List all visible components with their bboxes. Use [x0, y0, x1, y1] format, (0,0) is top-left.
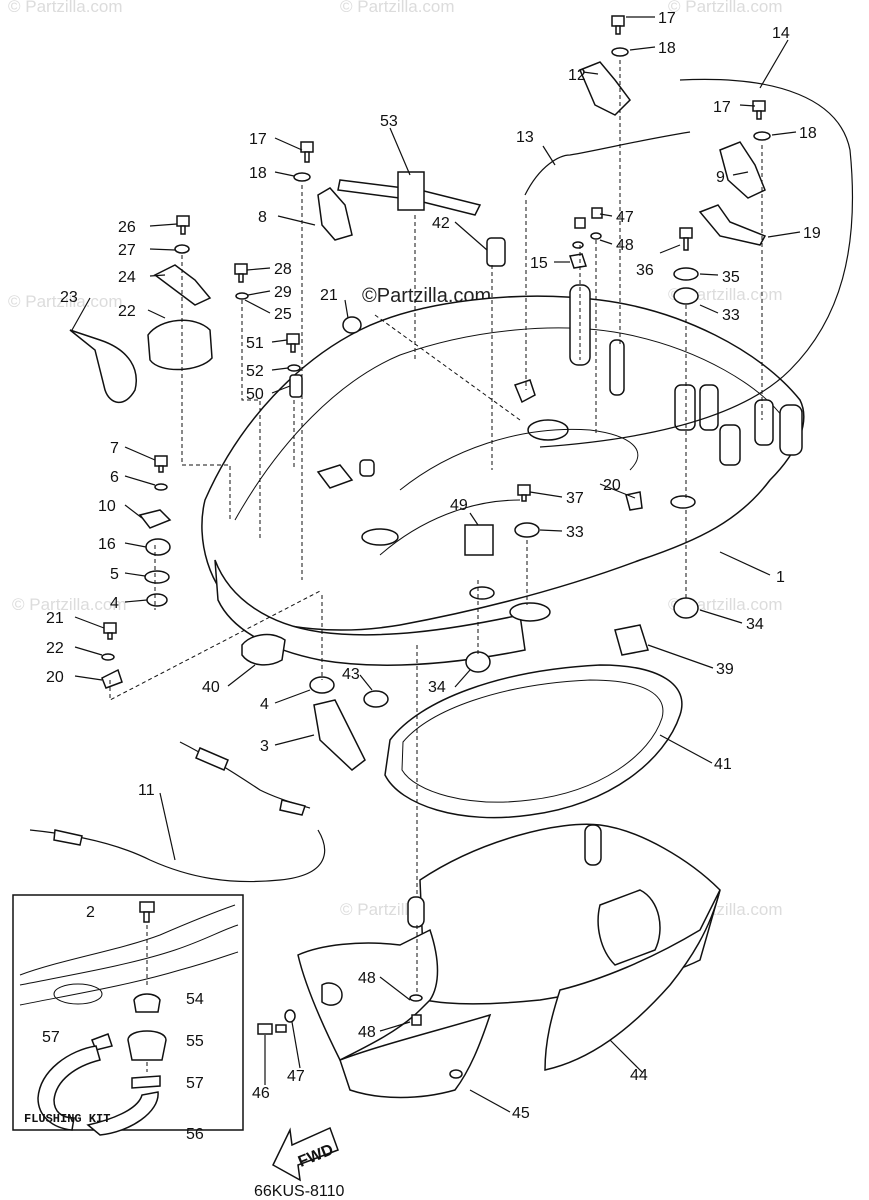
dash-lines — [109, 60, 763, 995]
watermark: © Partzilla.com — [340, 0, 455, 16]
callout-18: 18 — [658, 40, 676, 57]
callout-48: 48 — [616, 237, 634, 254]
leader-lines — [71, 16, 801, 1113]
callout-14: 14 — [772, 25, 790, 42]
lower-cowling — [297, 823, 721, 1099]
callout-9: 9 — [716, 169, 725, 186]
callout-30: 27 — [118, 242, 136, 259]
flushing-kit-inset: FLUSHING KIT — [12, 894, 244, 1136]
callout-57: 57 — [186, 1075, 204, 1092]
callout-26: 23 — [60, 289, 78, 306]
callout-7: 7 — [110, 440, 119, 457]
callout-17: 17 — [249, 131, 267, 148]
callout-13: 13 — [516, 129, 534, 146]
callout-17: 17 — [713, 99, 731, 116]
callout-50: 50 — [246, 386, 264, 403]
callout-22: 22 — [46, 640, 64, 657]
callout-54: 54 — [186, 991, 204, 1008]
callout-16: 16 — [98, 536, 116, 553]
callout-55: 55 — [186, 1033, 204, 1050]
bottom-cowling — [201, 284, 805, 666]
seal — [384, 664, 683, 819]
callout-5: 5 — [110, 566, 119, 583]
callout-12: 12 — [568, 67, 586, 84]
callout-40: 41 — [714, 756, 732, 773]
callout-51: 51 — [246, 335, 264, 352]
callout-44: 45 — [512, 1105, 530, 1122]
small-parts — [101, 15, 771, 1035]
callout-6: 6 — [110, 469, 119, 486]
callout-36: 36 — [636, 262, 654, 279]
callout-1: 1 — [776, 569, 785, 586]
callout-15: 15 — [530, 255, 548, 272]
callout-8: 8 — [258, 209, 267, 226]
callout-53: 53 — [380, 113, 398, 130]
callout-33: 33 — [722, 307, 740, 324]
callout-42: 43 — [342, 666, 360, 683]
callout-46: 47 — [287, 1068, 305, 1085]
callout-18: 18 — [799, 125, 817, 142]
callout-48-text: 48 — [358, 970, 376, 987]
callout-10: 10 — [98, 498, 116, 515]
callout-20: 20 — [46, 669, 64, 686]
callout-35: 35 — [722, 269, 740, 286]
callout-23: 20 — [603, 477, 621, 494]
callout-17: 17 — [658, 10, 676, 27]
callout-33: 33 — [566, 524, 584, 541]
callout-39: 40 — [202, 679, 220, 696]
diagram-code: 66KUS-8110 — [254, 1183, 345, 1200]
callout-47: 48 — [358, 1024, 376, 1041]
callout-4: 4 — [260, 696, 269, 713]
callout-32: 29 — [274, 284, 292, 301]
watermark: © Partzilla.com — [12, 595, 127, 614]
callout-34: 34 — [746, 616, 764, 633]
callout-52: 52 — [246, 363, 264, 380]
callout-3: 3 — [260, 738, 269, 755]
watermark: © Partzilla.com — [8, 0, 123, 16]
callout-19: 19 — [803, 225, 821, 242]
callout-21-text: 21 — [46, 610, 64, 627]
callout-57: 57 — [42, 1029, 60, 1046]
callout-41: 42 — [432, 215, 450, 232]
callout-49: 49 — [450, 497, 468, 514]
brackets — [69, 61, 767, 404]
callout-47: 47 — [616, 209, 634, 226]
callout-27: 24 — [118, 269, 136, 286]
callout-43: 44 — [630, 1067, 648, 1084]
callout-29: 26 — [118, 219, 136, 236]
callout-4: 4 — [110, 595, 119, 612]
callout-37: 37 — [566, 490, 584, 507]
callout-38: 39 — [716, 661, 734, 678]
watermark: © Partzilla.com — [668, 0, 783, 16]
callout-24: 21 — [320, 287, 338, 304]
callout-25: 22 — [118, 303, 136, 320]
inset-title: FLUSHING KIT — [24, 1112, 110, 1126]
callout-45: 46 — [252, 1085, 270, 1102]
callout-18: 18 — [249, 165, 267, 182]
callout-28: 25 — [274, 306, 292, 323]
callout-11: 11 — [138, 782, 155, 799]
cables — [29, 78, 854, 883]
callout-31: 28 — [274, 261, 292, 278]
callout-56: 56 — [186, 1126, 204, 1143]
callout-34: 34 — [428, 679, 446, 696]
fwd-arrow: FWD — [272, 1126, 339, 1182]
callout-2: 2 — [86, 904, 95, 921]
callout-labels: 17 18 12 14 13 17 18 9 19 47 48 15 36 35… — [42, 10, 821, 1143]
watermark: © Partzilla.com — [8, 292, 123, 311]
